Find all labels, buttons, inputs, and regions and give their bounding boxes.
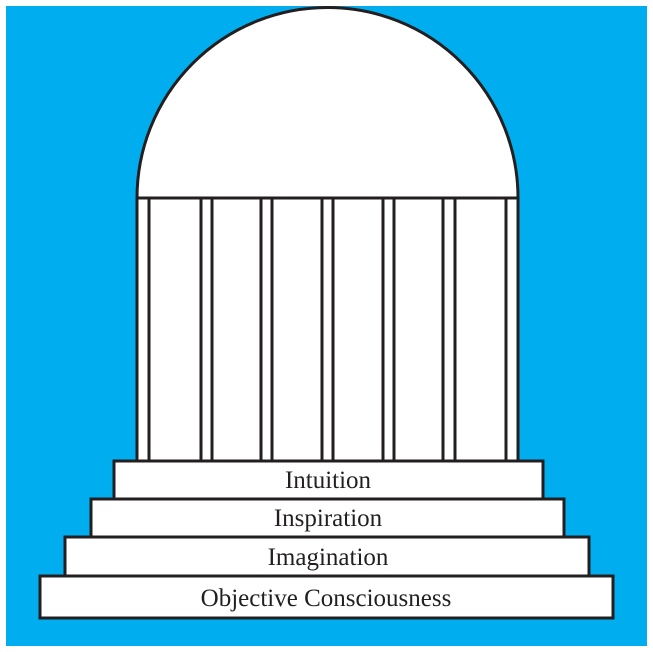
step-label: Intuition xyxy=(285,467,372,494)
step-label: Imagination xyxy=(268,544,389,571)
step-label: Objective Consciousness xyxy=(201,585,452,612)
step-inspiration: Inspiration xyxy=(91,499,564,537)
colonnade xyxy=(137,198,518,461)
step-objective-consciousness: Objective Consciousness xyxy=(40,576,613,618)
step-intuition: Intuition xyxy=(114,461,543,499)
step-label: Inspiration xyxy=(274,505,383,532)
step-imagination: Imagination xyxy=(65,537,589,576)
